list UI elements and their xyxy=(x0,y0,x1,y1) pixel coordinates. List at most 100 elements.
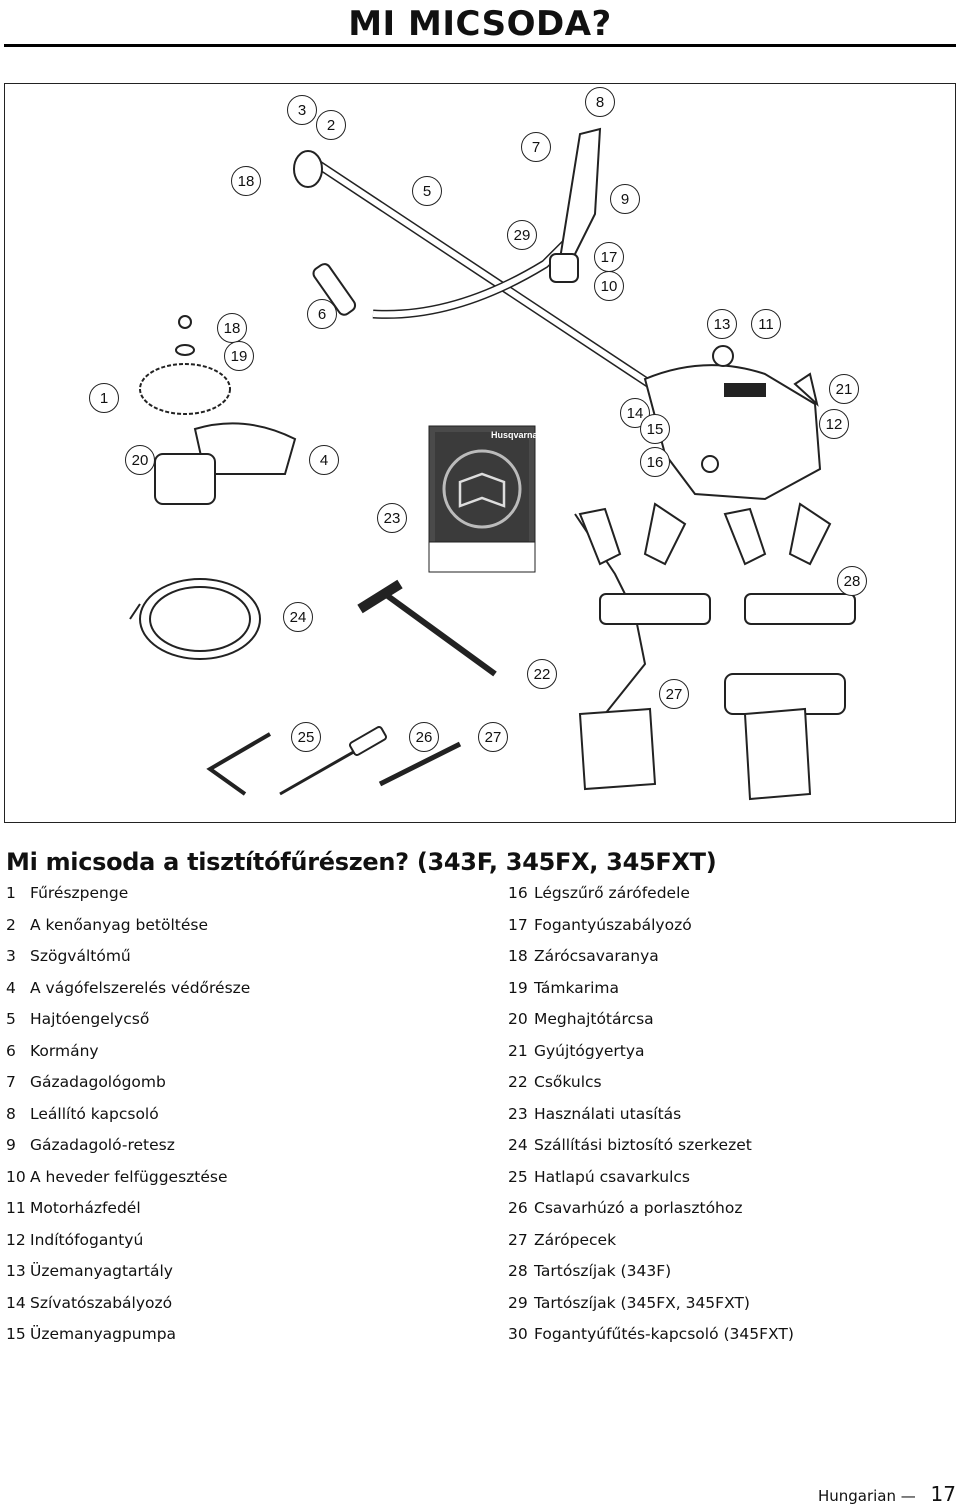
part-label: Motorházfedél xyxy=(30,1199,141,1217)
callout-20: 20 xyxy=(125,445,155,475)
page-footer: Hungarian — 17 xyxy=(818,1482,956,1506)
part-label: A heveder felfüggesztése xyxy=(30,1167,228,1186)
callout-5: 5 xyxy=(412,176,442,206)
part-number: 12 xyxy=(6,1230,26,1249)
part-number: 10 xyxy=(6,1167,26,1186)
title-underline xyxy=(4,44,956,47)
part-label: Leállító kapcsoló xyxy=(30,1104,159,1123)
part-number: 7 xyxy=(6,1073,16,1091)
callout-2: 2 xyxy=(316,110,346,140)
part-label: Csőkulcs xyxy=(534,1073,602,1091)
part-number: 3 xyxy=(6,947,16,965)
part-number: 28 xyxy=(508,1262,528,1280)
page-title: MI MICSODA? xyxy=(348,4,612,44)
part-number: 15 xyxy=(6,1325,26,1343)
manual-brand-label: Husqvarna xyxy=(491,430,538,440)
part-label: Gázadagoló-retesz xyxy=(30,1136,175,1154)
callout-9: 9 xyxy=(610,184,640,214)
part-number: 27 xyxy=(508,1230,528,1249)
part-label: A vágófelszerelés védőrésze xyxy=(30,978,251,997)
callout-25: 25 xyxy=(291,722,321,752)
callout-17: 17 xyxy=(594,242,624,272)
part-label: Kormány xyxy=(30,1041,99,1060)
part-label: Üzemanyagtartály xyxy=(30,1262,173,1280)
part-number: 20 xyxy=(508,1010,528,1028)
part-number: 16 xyxy=(508,884,528,902)
callout-7: 7 xyxy=(521,132,551,162)
part-label: Indítófogantyú xyxy=(30,1230,144,1249)
part-list-item: 23 Használati utasítás xyxy=(508,1105,794,1137)
callout-4: 4 xyxy=(309,445,339,475)
part-number: 19 xyxy=(508,978,528,997)
part-list-item: 7 Gázadagológomb xyxy=(6,1073,250,1105)
part-list-item: 28 Tartószíjak (343F) xyxy=(508,1262,794,1294)
callout-18-bottom: 18 xyxy=(217,313,247,343)
part-label: Üzemanyagpumpa xyxy=(30,1325,177,1343)
callout-12: 12 xyxy=(819,409,849,439)
callout-21: 21 xyxy=(829,374,859,404)
part-number: 26 xyxy=(508,1199,528,1217)
part-number: 9 xyxy=(6,1136,16,1154)
part-number: 11 xyxy=(6,1199,26,1217)
part-number: 2 xyxy=(6,915,16,934)
callout-24: 24 xyxy=(283,602,313,632)
callout-27: 27 xyxy=(478,722,508,752)
footer-language: Hungarian xyxy=(817,1487,896,1505)
part-label: Használati utasítás xyxy=(534,1104,682,1123)
part-label: Csavarhúzó a porlasztóhoz xyxy=(534,1199,743,1217)
part-label: Tartószíjak (343F) xyxy=(534,1262,672,1280)
part-label: Fogantyúfűtés-kapcsoló (345FXT) xyxy=(534,1325,794,1343)
part-label: Fogantyúszabályozó xyxy=(534,915,692,934)
callout-8: 8 xyxy=(585,87,615,117)
part-number: 29 xyxy=(508,1293,528,1312)
part-list-item: 29 Tartószíjak (345FX, 345FXT) xyxy=(508,1294,794,1326)
callout-16: 16 xyxy=(640,447,670,477)
part-label: Hajtóengelycső xyxy=(30,1010,150,1028)
callout-22: 22 xyxy=(527,659,557,689)
part-label: Tartószíjak (345FX, 345FXT) xyxy=(534,1293,750,1312)
parts-illustration: Husqvarna 3 2 8 7 18 5 9 29 17 10 6 18 1… xyxy=(4,83,956,823)
part-label: Gázadagológomb xyxy=(30,1073,166,1091)
part-label: Meghajtótárcsa xyxy=(534,1010,654,1028)
part-number: 23 xyxy=(508,1104,528,1123)
callout-15: 15 xyxy=(640,414,670,444)
callout-11: 11 xyxy=(751,309,781,339)
callout-1: 1 xyxy=(89,383,119,413)
part-label: Hatlapú csavarkulcs xyxy=(534,1167,690,1186)
callout-13: 13 xyxy=(707,309,737,339)
callout-30: 29 xyxy=(507,220,537,250)
part-list-item: 16 Légszűrő zárófedele xyxy=(508,884,794,916)
callout-29: 28 xyxy=(837,566,867,596)
part-label: Zárócsavaranya xyxy=(534,947,659,965)
part-label: Légszűrő zárófedele xyxy=(534,884,690,902)
callout-19: 19 xyxy=(224,341,254,371)
part-list-item: 26 Csavarhúzó a porlasztóhoz xyxy=(508,1199,794,1231)
callout-26: 26 xyxy=(409,722,439,752)
part-number: 14 xyxy=(6,1293,26,1312)
part-number: 4 xyxy=(6,978,16,997)
part-label: Gyújtógyertya xyxy=(534,1041,645,1060)
callout-3: 3 xyxy=(287,95,317,125)
part-list-item: 9 Gázadagoló-retesz xyxy=(6,1136,250,1168)
callout-18-top: 18 xyxy=(231,166,261,196)
